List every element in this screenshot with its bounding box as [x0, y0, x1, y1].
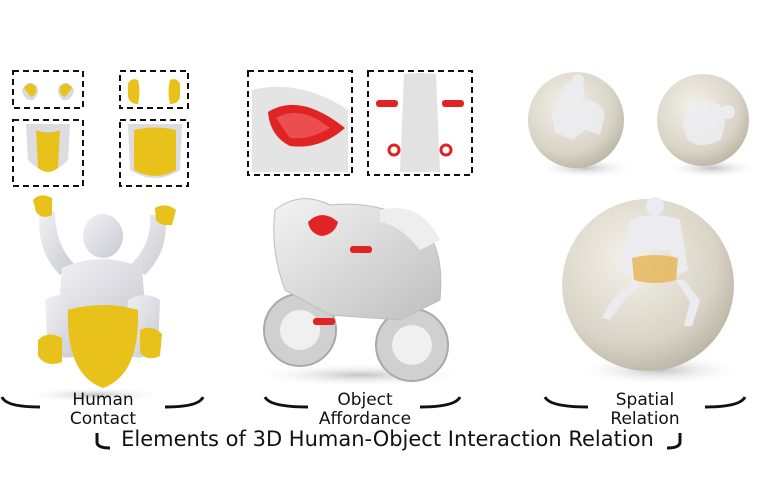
figure-caption: Elements of 3D Human-Object Interaction … — [121, 427, 654, 451]
zoom-box-footpegs — [367, 70, 473, 176]
sphere-small-right — [657, 74, 760, 178]
label-human-contact-line1: Human — [72, 390, 134, 410]
label-human-contact-line2: Contact — [69, 409, 137, 429]
label-spatial-relation-line2: Relation — [610, 409, 680, 429]
brace-object-affordance — [263, 396, 462, 409]
spatial-relation-panel — [528, 72, 760, 386]
label-object-affordance-line2: Affordance — [318, 409, 412, 429]
zoom-box-hands-front — [12, 70, 84, 109]
brace-human-contact — [0, 396, 205, 409]
label-object-affordance-line1: Object — [337, 390, 393, 410]
object-affordance-panel — [247, 70, 473, 387]
label-spatial-relation-line1: Spatial — [615, 390, 675, 410]
zoom-box-seat — [247, 70, 353, 176]
zoom-box-hips-front — [12, 119, 84, 187]
brace-spatial-relation — [543, 396, 747, 409]
sphere-large — [562, 197, 745, 386]
human-contact-figure — [25, 195, 176, 403]
label-object-affordance: Object Affordance — [305, 391, 425, 429]
human-contact-panel — [12, 70, 189, 403]
motorcycle-figure — [250, 198, 470, 387]
label-spatial-relation: Spatial Relation — [590, 391, 700, 429]
zoom-box-hands-back — [119, 70, 189, 109]
brace-caption — [95, 433, 682, 450]
zoom-box-hips-back — [119, 119, 189, 187]
label-human-contact: Human Contact — [48, 391, 158, 429]
sphere-small-left — [528, 72, 635, 178]
